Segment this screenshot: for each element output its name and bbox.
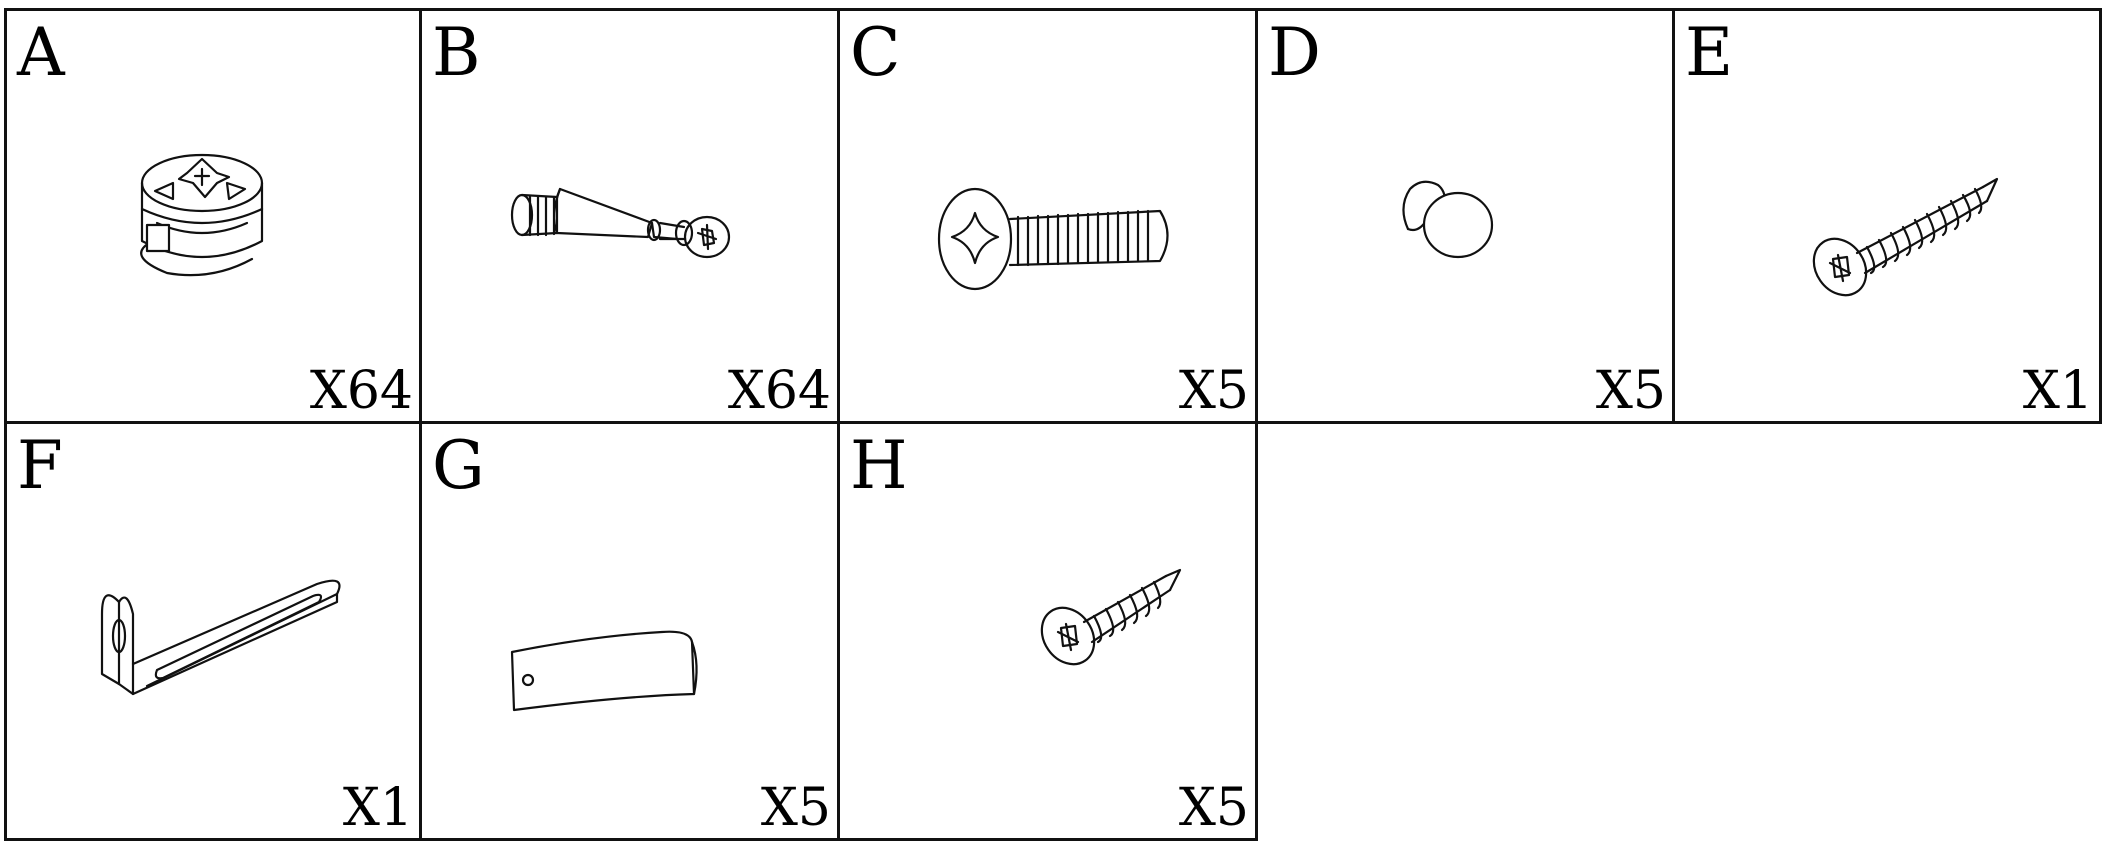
part-quantity: X1 <box>342 778 413 838</box>
part-cell-g: G X5 <box>419 421 840 841</box>
part-quantity: X64 <box>309 361 413 421</box>
part-cell-f: F X1 <box>4 421 422 841</box>
part-letter: C <box>850 14 901 91</box>
l-bracket-icon <box>100 579 341 696</box>
part-letter: D <box>1268 14 1321 91</box>
part-quantity: X1 <box>2022 361 2093 421</box>
cam-lock-nut-icon <box>140 153 264 277</box>
wood-screw-long-icon <box>1812 177 1999 297</box>
part-cell-e: E X1 <box>1672 8 2102 424</box>
wood-screw-short-icon <box>1040 568 1182 666</box>
part-letter: F <box>17 427 63 504</box>
cam-bolt-dowel-icon <box>510 187 731 259</box>
part-quantity: X5 <box>1178 361 1249 421</box>
part-quantity: X5 <box>1178 778 1249 838</box>
part-quantity: X64 <box>727 361 831 421</box>
curved-plate-icon <box>510 630 698 712</box>
part-letter: A <box>17 14 65 91</box>
knob-icon <box>1402 180 1494 259</box>
part-letter: H <box>850 427 908 504</box>
part-cell-d: D X5 <box>1255 8 1675 424</box>
part-cell-b: B X64 <box>419 8 840 424</box>
part-quantity: X5 <box>1595 361 1666 421</box>
machine-screw-icon <box>937 187 1169 291</box>
part-cell-c: C X5 <box>837 8 1258 424</box>
part-cell-a: A X64 <box>4 8 422 424</box>
part-quantity: X5 <box>760 778 831 838</box>
part-letter: E <box>1685 14 1734 91</box>
part-cell-h: H X5 <box>837 421 1258 841</box>
part-letter: B <box>432 14 481 91</box>
part-letter: G <box>432 427 485 504</box>
